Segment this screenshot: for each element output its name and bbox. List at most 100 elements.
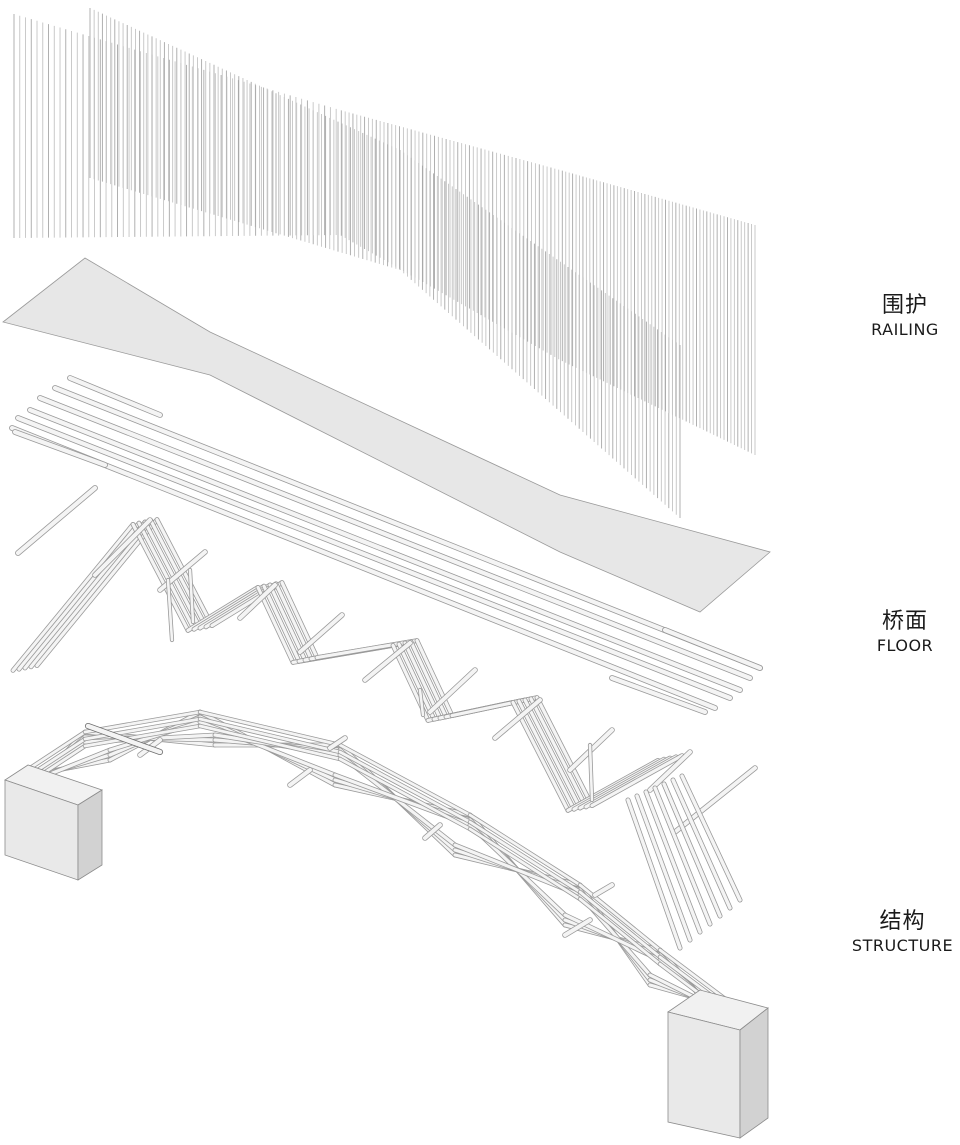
structure-chord xyxy=(337,742,473,818)
structure-tie xyxy=(592,882,615,898)
railing-screen-2 xyxy=(13,14,756,455)
joist-hanger-fill xyxy=(680,774,742,902)
joist-member-fill xyxy=(397,642,436,721)
structure-chord xyxy=(82,716,203,742)
structure-chord xyxy=(337,749,473,825)
railing-label: 围护 RAILING xyxy=(860,292,950,340)
floor-plank-8 xyxy=(609,675,708,715)
joist-crossbar xyxy=(492,697,543,741)
structure-chord-fill xyxy=(198,710,342,747)
joist-member-fill xyxy=(35,517,159,668)
floor-plank-6 xyxy=(9,425,718,711)
floor-plank-2 xyxy=(52,385,763,671)
structure-tie-fill xyxy=(423,823,442,840)
joist-member xyxy=(28,518,154,670)
joist-member xyxy=(516,698,577,812)
structure-chord xyxy=(467,826,583,902)
structure-chord-fill xyxy=(198,724,342,761)
joist-member-fill xyxy=(11,522,135,673)
floor-label: 桥面 FLOOR xyxy=(860,608,950,656)
structure-chord xyxy=(197,716,343,755)
joist-hanger xyxy=(679,773,743,903)
joist-crossbar xyxy=(362,640,413,683)
joist-hanger xyxy=(661,781,723,919)
joist-crossbar-fill xyxy=(428,668,477,714)
joist-member xyxy=(34,517,160,668)
floor-plank-1-fill xyxy=(67,375,163,418)
structure-tie xyxy=(327,735,348,751)
structure-chord-fill xyxy=(338,743,472,817)
structure-tie-fill xyxy=(288,768,312,787)
floor-planks xyxy=(9,375,763,715)
floor-plank-10-fill xyxy=(12,429,108,468)
joist-member xyxy=(261,583,302,664)
joist-member xyxy=(10,522,136,673)
structure-tie xyxy=(422,822,443,841)
floor-label-zh: 桥面 xyxy=(881,609,928,634)
structure-chord xyxy=(337,756,473,832)
floor-plank-4 xyxy=(27,407,743,693)
structure-chord xyxy=(467,819,583,895)
floor-plank-9-fill xyxy=(15,485,98,556)
floor-plank-9 xyxy=(15,485,98,556)
joist-member-fill xyxy=(256,585,295,665)
joist-member xyxy=(528,696,589,810)
floor-plank-4-fill xyxy=(27,407,743,693)
floor-plank-7 xyxy=(662,627,763,671)
joist-crossbar xyxy=(647,749,693,793)
joist-member xyxy=(136,520,197,632)
structure-chord-fill xyxy=(198,717,342,754)
left-abutment xyxy=(4,764,103,881)
floor-plank-2-fill xyxy=(52,385,763,671)
joist-post xyxy=(587,742,595,803)
floor-plank-5 xyxy=(15,415,733,701)
joist-crossbar xyxy=(237,582,278,621)
joist-crossbar-fill xyxy=(238,583,277,620)
joist-hanger-fill xyxy=(653,786,712,926)
joist-hanger xyxy=(643,789,703,935)
joist-crossbar xyxy=(92,517,153,578)
joist-crossbar-fill xyxy=(93,518,152,577)
structure-chord xyxy=(577,889,663,960)
joist-crossbar xyxy=(672,765,758,835)
joist-hanger-fill xyxy=(635,794,692,942)
joist-post-fill xyxy=(188,568,195,624)
structure-layer xyxy=(12,709,743,1033)
joist-crossbar xyxy=(297,612,345,655)
structure-chord-fill xyxy=(83,724,202,748)
floor-label-en: FLOOR xyxy=(876,636,934,655)
structure-highlight-member xyxy=(84,722,164,756)
joist-crossbar-fill xyxy=(673,766,757,834)
structure-chord-fill xyxy=(338,750,472,824)
structure-chord-fill xyxy=(468,813,582,887)
joist-member xyxy=(130,522,191,633)
structure-chord xyxy=(467,812,583,888)
joist-member-fill xyxy=(137,521,196,631)
structure-label-en: STRUCTURE xyxy=(851,936,954,955)
structure-tie-fill xyxy=(563,918,592,937)
joist-member-fill xyxy=(511,700,570,813)
joist-member-fill xyxy=(29,519,153,669)
joist-post xyxy=(165,577,175,643)
joist-hanger xyxy=(670,777,733,911)
joist-member xyxy=(396,641,437,722)
joist-member xyxy=(589,753,685,808)
joist-crossbar-fill xyxy=(648,750,692,792)
joist-post-fill xyxy=(588,743,594,802)
joist-member-fill xyxy=(590,753,684,808)
structure-highlight-member-fill xyxy=(85,723,163,755)
joist-hanger xyxy=(625,797,683,951)
joist-hanger-fill xyxy=(626,798,682,950)
structure-label: 结构 STRUCTURE xyxy=(845,908,960,956)
joist-member-fill xyxy=(415,638,454,718)
joist-member xyxy=(414,638,455,718)
structure-chord-fill xyxy=(468,827,582,901)
structure-label-zh: 结构 xyxy=(879,909,926,934)
railing-label-zh: 围护 xyxy=(881,293,928,318)
floor-deck-plate xyxy=(2,257,771,613)
floor-plank-8-fill xyxy=(609,675,708,715)
joist-member-fill xyxy=(535,695,594,808)
deck-plate xyxy=(2,257,771,613)
structure-chord-fill xyxy=(83,717,202,741)
